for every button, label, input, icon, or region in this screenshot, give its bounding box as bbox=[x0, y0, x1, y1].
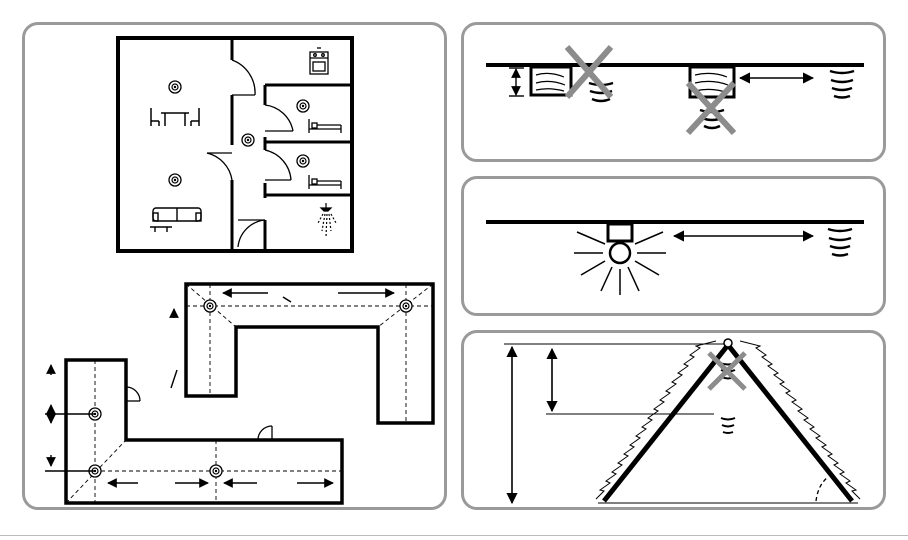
light-distance-drawing bbox=[464, 179, 889, 319]
door-swing-icon bbox=[207, 60, 293, 247]
apartment-plan bbox=[118, 38, 352, 251]
detector-icon bbox=[830, 71, 854, 98]
height-arrow-icon bbox=[509, 68, 524, 96]
dining-table-icon bbox=[151, 108, 199, 126]
pitched-ceiling-drawing bbox=[464, 333, 889, 513]
angle-arc-icon bbox=[816, 477, 828, 501]
beam-placement-panel bbox=[461, 22, 886, 162]
prohibited-cross-icon bbox=[709, 353, 745, 389]
pitched-ceiling-panel bbox=[461, 330, 886, 510]
shower-icon bbox=[318, 203, 336, 237]
ceiling-beam-icon bbox=[531, 67, 571, 95]
floor-plan-drawing bbox=[25, 25, 450, 513]
sofa-icon bbox=[153, 208, 201, 221]
page-bottom-rule bbox=[0, 535, 908, 536]
beam-placement-drawing bbox=[464, 25, 889, 165]
coffee-table-icon bbox=[150, 227, 172, 232]
smoke-detector-icon bbox=[297, 155, 309, 167]
smoke-detector-icon bbox=[297, 100, 309, 112]
stove-icon bbox=[310, 48, 328, 74]
light-distance-panel bbox=[461, 176, 886, 316]
smoke-detector-icon bbox=[169, 81, 181, 93]
detector-icon bbox=[721, 418, 735, 433]
smoke-detector-icon bbox=[400, 300, 412, 312]
bed-icon bbox=[309, 119, 341, 133]
smoke-detector-icon bbox=[242, 134, 254, 146]
smoke-detector-icon bbox=[169, 174, 181, 186]
prohibited-cross-icon bbox=[567, 47, 611, 97]
smoke-detector-icon bbox=[204, 300, 216, 312]
height-arrow-icon bbox=[504, 344, 726, 503]
ceiling-lamp-icon bbox=[574, 224, 666, 295]
smoke-detector-icon bbox=[210, 465, 222, 477]
detector-icon bbox=[828, 229, 852, 256]
corridor-plan bbox=[45, 284, 433, 503]
bed-icon bbox=[309, 175, 341, 189]
apex-marker bbox=[724, 339, 732, 347]
floor-plan-panel bbox=[22, 22, 447, 510]
dimension-arrow-icon bbox=[45, 365, 333, 483]
